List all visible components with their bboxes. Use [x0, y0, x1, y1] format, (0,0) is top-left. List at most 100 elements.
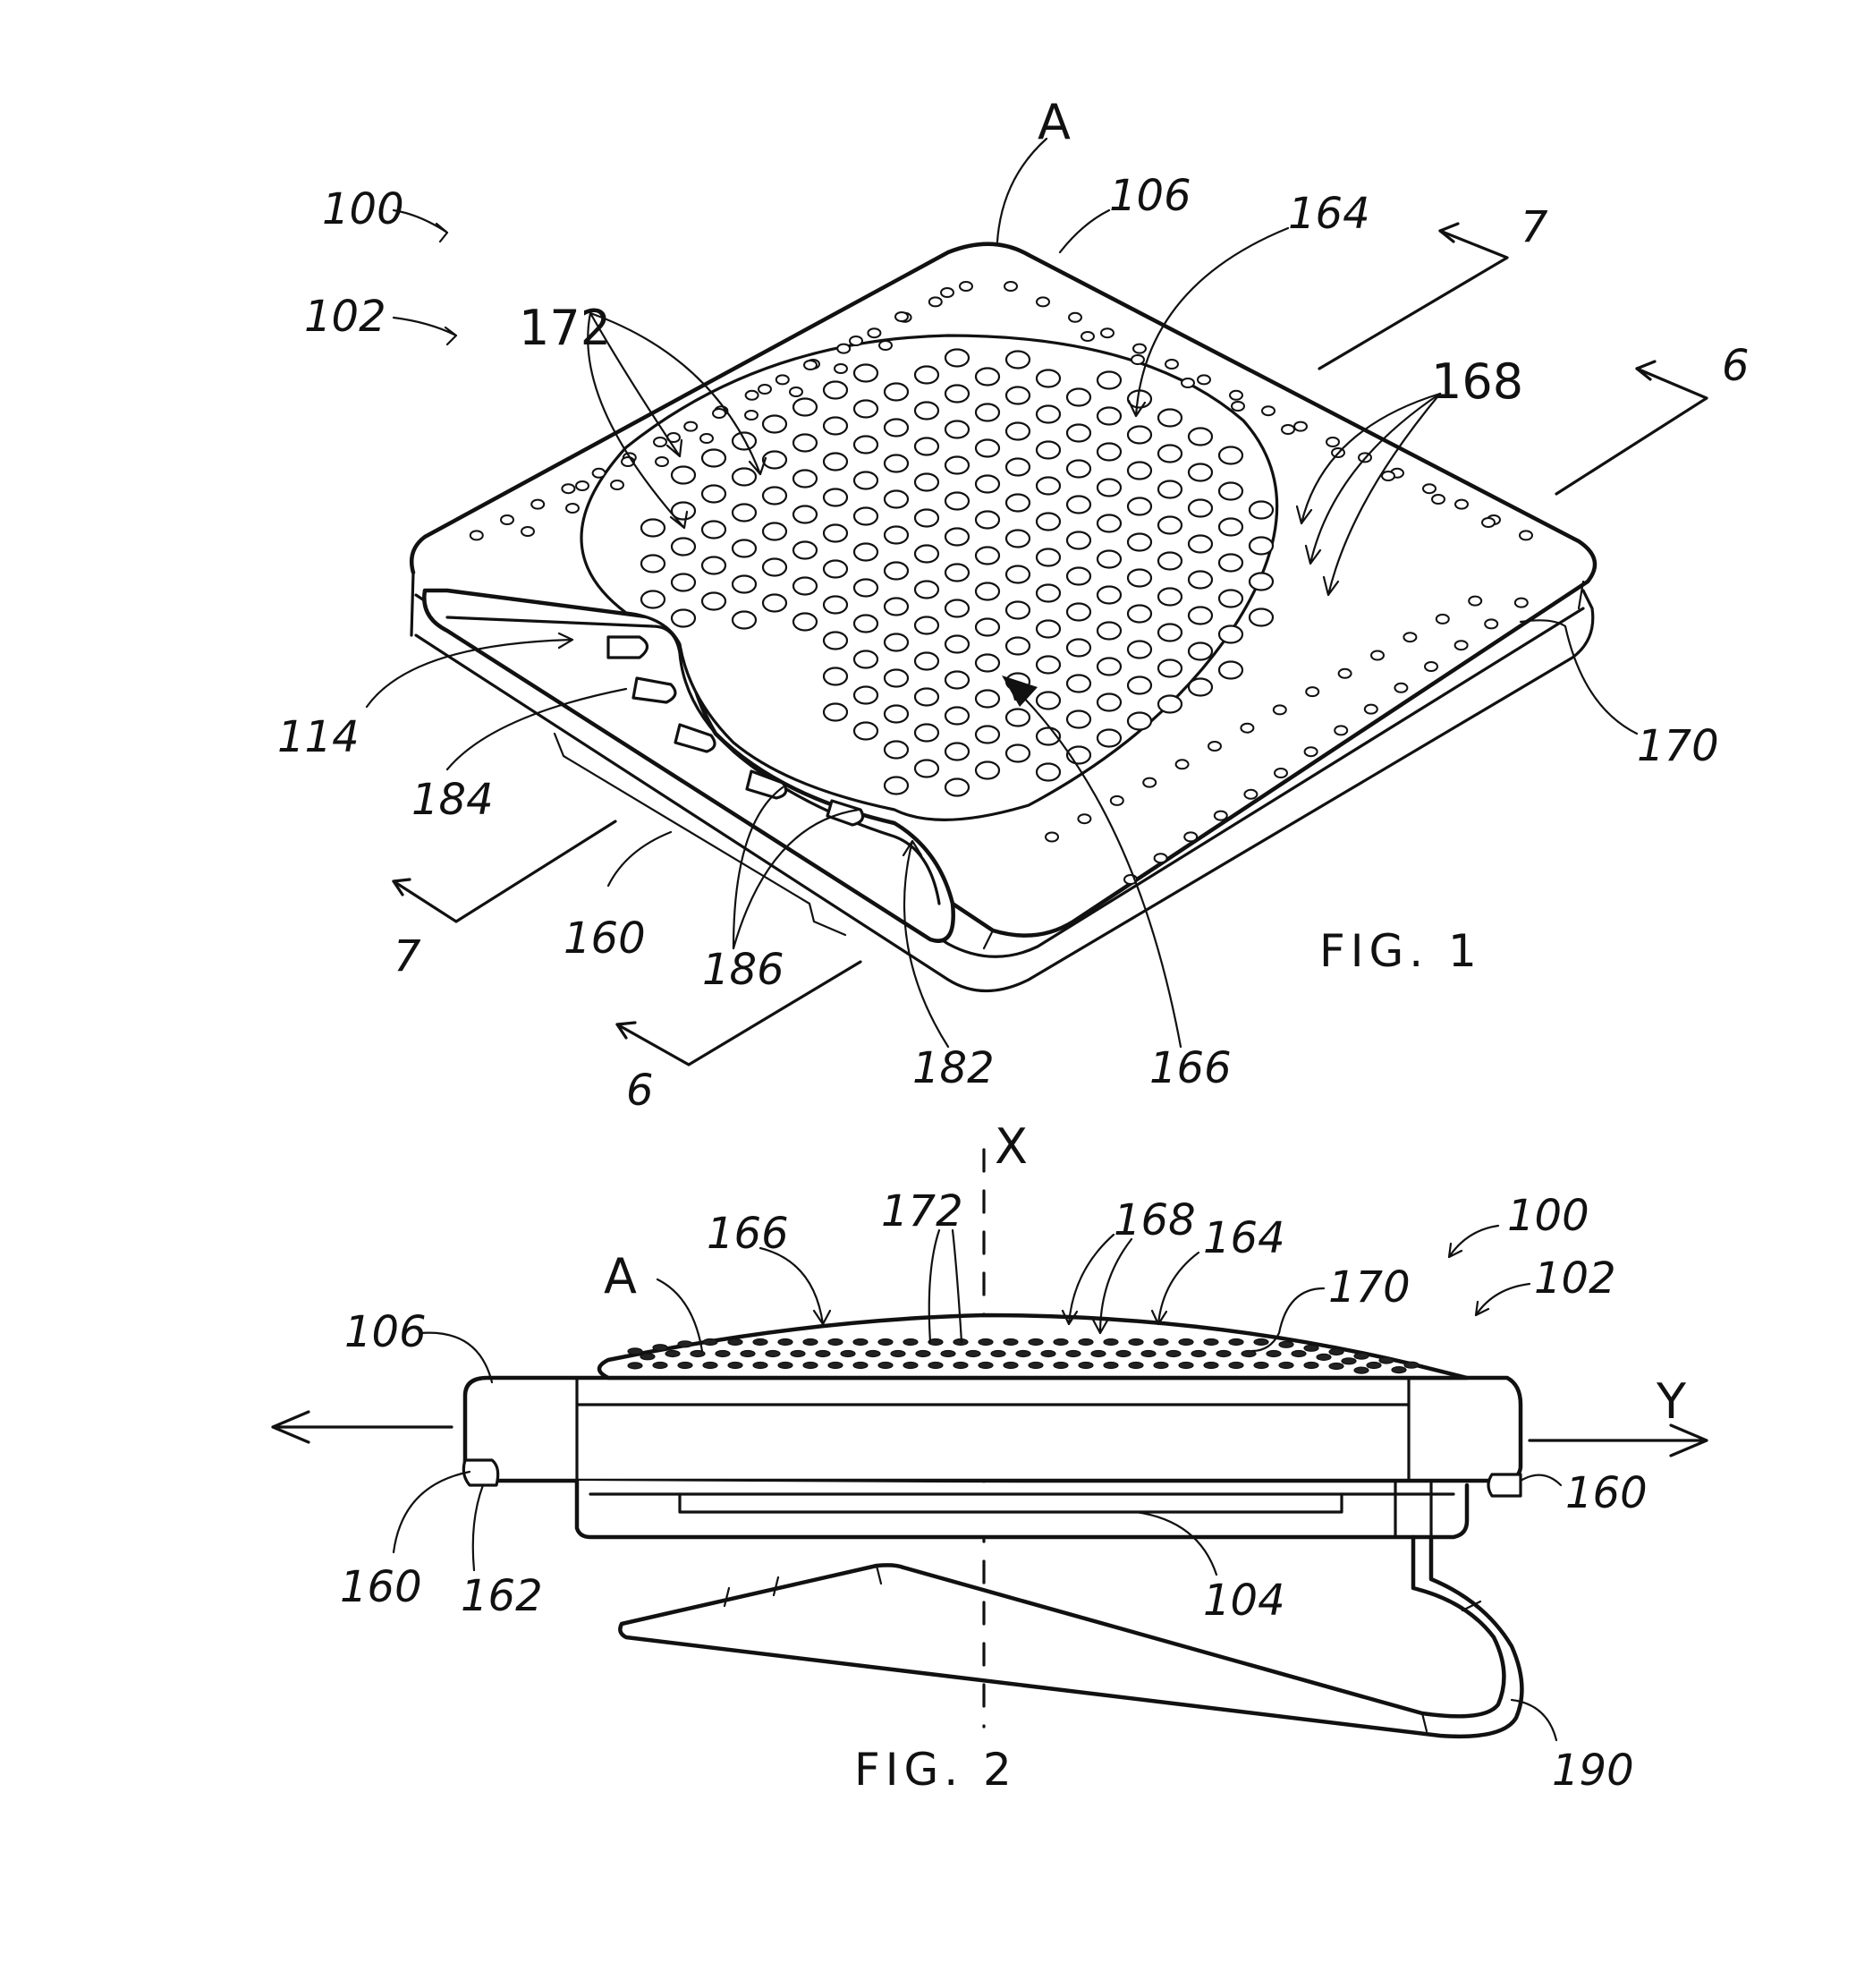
figure-1-caption: FIG. 1 [1319, 925, 1482, 977]
fig1-perforation-hole [915, 510, 938, 527]
fig1-border-hole [1215, 811, 1227, 820]
fig1-perforation-hole [763, 559, 786, 576]
label-172: 172 [519, 300, 611, 356]
fig1-perforation-hole [793, 506, 817, 523]
fig1-perforation-hole [854, 544, 877, 561]
fig1-perforation-hole [1219, 662, 1242, 679]
fig1-perforation-hole [1098, 372, 1121, 389]
section-arrow-6-top [1637, 361, 1655, 379]
fig2-perforation-hole [1367, 1363, 1381, 1369]
label-section-6-top: 6 [1722, 341, 1750, 391]
fig1-perforation-hole [1067, 425, 1090, 442]
fig1-perforation-hole [1006, 531, 1030, 548]
fig1-perforation-hole [885, 420, 908, 437]
fig2-perforation-hole [828, 1339, 843, 1346]
axis-y-right-arrow [1530, 1425, 1707, 1456]
label-fig2-168: 168 [1114, 1195, 1196, 1245]
fig1-perforation-hole [1158, 553, 1182, 570]
fig1-border-hole [576, 481, 589, 490]
fig1-perforation-hole [1006, 638, 1030, 655]
fig1-perforation-hole [915, 367, 938, 384]
fig2-perforation-hole [653, 1363, 667, 1369]
fig1-perforation-hole [1067, 461, 1090, 478]
fig1-perforation-hole [733, 612, 756, 629]
leader-160 [608, 832, 671, 886]
fig2-perforation-hole [678, 1341, 692, 1347]
fig1-perforation-hole [1128, 463, 1151, 480]
fig1-base-left-edge [411, 573, 413, 635]
fig1-perforation-hole [1037, 370, 1060, 387]
fig2-perforation-hole [640, 1354, 655, 1360]
fig1-border-hole [566, 504, 579, 513]
fig1-border-hole [1198, 375, 1210, 384]
fig2-perforation-hole [953, 1363, 968, 1369]
fig2-perforation-hole [1004, 1339, 1018, 1346]
fig1-perforation-hole [976, 583, 999, 600]
fig1-perforation-hole [672, 467, 695, 484]
fig1-perforation-hole [915, 689, 938, 706]
fig1-border-hole [929, 297, 942, 306]
fig1-perforation-hole [1037, 549, 1060, 566]
fig1-border-hole [746, 391, 759, 400]
fig1-perforation-hole [1189, 429, 1212, 446]
fig1-perforation-hole [1006, 387, 1030, 404]
label-fig2-102: 102 [1534, 1253, 1616, 1304]
fig1-border-hole [1423, 484, 1436, 493]
label-fig2-166: 166 [707, 1209, 789, 1259]
fig1-perforation-hole [1037, 514, 1060, 531]
fig1-perforation-hole [1037, 406, 1060, 423]
fig1-perforation-hole [915, 438, 938, 455]
fig1-perforation-hole [976, 548, 999, 565]
fig1-border-hole [1482, 518, 1495, 527]
fig1-perforation-hole [793, 542, 817, 559]
label-fig2-104: 104 [1203, 1576, 1285, 1626]
fig1-perforation-hole [945, 386, 969, 403]
fig2-perforation-hole [1354, 1367, 1369, 1373]
label-fig2-A: A [604, 1248, 637, 1304]
fig1-perforation-hole [854, 401, 877, 418]
fig1-perforation-hole [702, 557, 725, 574]
fig2-perforation-hole [1066, 1351, 1081, 1357]
fig1-perforation-hole [1006, 602, 1030, 619]
fig2-perforation-hole [878, 1363, 893, 1369]
fig1-perforation-hole [1037, 621, 1060, 638]
fig1-border-hole [1046, 833, 1058, 842]
fig1-border-hole [1306, 687, 1318, 696]
label-fig2-164: 164 [1203, 1213, 1285, 1263]
label-182: 182 [912, 1043, 995, 1093]
fig1-border-hole [1208, 742, 1221, 751]
fig1-border-hole [1230, 391, 1242, 400]
fig1-perforation-hole [885, 491, 908, 508]
axis-y-left-arrow [273, 1412, 452, 1442]
label-fig2-Y: Y [1656, 1373, 1687, 1430]
fig1-perforation-hole [1098, 515, 1121, 532]
leader-fig2-160-right [1521, 1475, 1561, 1485]
fig2-perforation-hole [703, 1339, 717, 1346]
fig2-perforation-hole [928, 1363, 943, 1369]
fig1-perforation-hole [1006, 352, 1030, 369]
fig1-perforation-hole [1006, 495, 1030, 512]
fig1-perforation-hole [733, 505, 756, 522]
fig1-border-hole [656, 457, 668, 466]
fig1-perforation-hole [1219, 555, 1242, 572]
fig1-perforation-hole [945, 636, 969, 653]
label-fig2-106: 106 [344, 1307, 427, 1357]
fig1-perforation-hole [1219, 590, 1242, 607]
fig2-perforation-hole [1392, 1367, 1406, 1373]
fig2-perforation-hole [1404, 1362, 1419, 1368]
fig2-clip-segment-marks [725, 1566, 1480, 1731]
fig1-perforation-hole [1006, 566, 1030, 583]
fig2-perforation-hole [941, 1351, 955, 1357]
fig2-perforation-hole [1216, 1351, 1231, 1357]
fig2-perforation-hole [1154, 1363, 1168, 1369]
fig1-perforation-hole [1250, 573, 1273, 590]
fig1-perforation-hole [915, 653, 938, 670]
fig1-perforation-hole [1189, 679, 1212, 696]
fig2-perforation-hole [1204, 1339, 1218, 1346]
fig2-perforation-hole [766, 1351, 780, 1357]
fig1-border-hole [1335, 726, 1347, 735]
fig1-perforation-hole [702, 486, 725, 503]
fig1-perforation-hole [763, 595, 786, 612]
fig2-perforation-hole [1179, 1363, 1193, 1369]
fig1-perforation-hole [976, 476, 999, 493]
